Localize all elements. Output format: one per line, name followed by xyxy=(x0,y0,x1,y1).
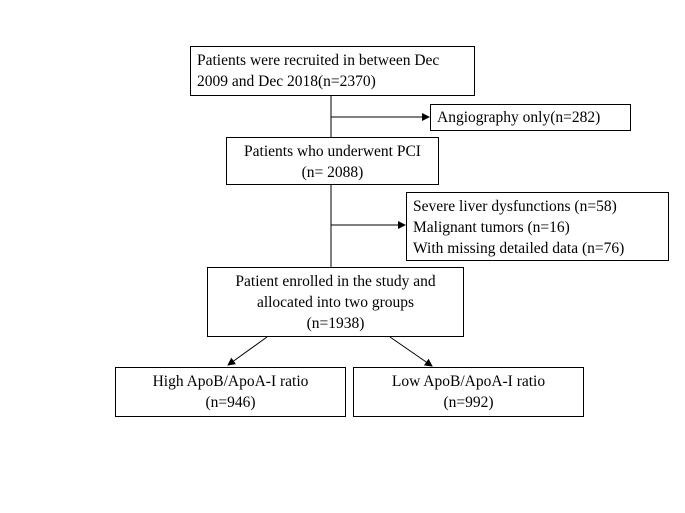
exclusions-box: Severe liver dysfunctions (n=58) Maligna… xyxy=(406,192,669,261)
enrolled-line-2: allocated into two groups xyxy=(256,294,415,311)
enrolled-line-3: (n=1938) xyxy=(306,315,365,332)
angiography-box: Angiography only(n=282) xyxy=(430,104,631,131)
enrolled-line-1: Patient enrolled in the study and xyxy=(235,273,436,290)
pci-line-1: Patients who underwent PCI xyxy=(244,143,421,160)
angiography-line-1: Angiography only(n=282) xyxy=(437,109,601,126)
low-ratio-group-box: Low ApoB/ApoA-I ratio (n=992) xyxy=(353,367,584,417)
arrow-to-high-group xyxy=(227,336,268,366)
high-group-line-1: High ApoB/ApoA-I ratio xyxy=(152,373,309,390)
arrow-to-low-group xyxy=(389,336,433,367)
pci-box: Patients who underwent PCI (n= 2088) xyxy=(226,137,439,185)
high-ratio-group-box: High ApoB/ApoA-I ratio (n=946) xyxy=(115,367,346,417)
recruited-line-1: Patients were recruited in between Dec xyxy=(197,52,440,69)
low-group-line-1: Low ApoB/ApoA-I ratio xyxy=(391,373,546,390)
recruited-box: Patients were recruited in between Dec 2… xyxy=(190,46,475,96)
low-group-line-2: (n=992) xyxy=(443,394,494,411)
exclusions-line-3: With missing detailed data (n=76) xyxy=(413,240,625,257)
exclusions-line-2: Malignant tumors (n=16) xyxy=(413,219,570,236)
recruited-line-2: 2009 and Dec 2018(n=2370) xyxy=(197,73,376,90)
pci-line-2: (n= 2088) xyxy=(301,164,364,181)
high-group-line-2: (n=946) xyxy=(205,394,256,411)
enrolled-box: Patient enrolled in the study and alloca… xyxy=(207,267,464,337)
exclusions-line-1: Severe liver dysfunctions (n=58) xyxy=(413,198,617,215)
